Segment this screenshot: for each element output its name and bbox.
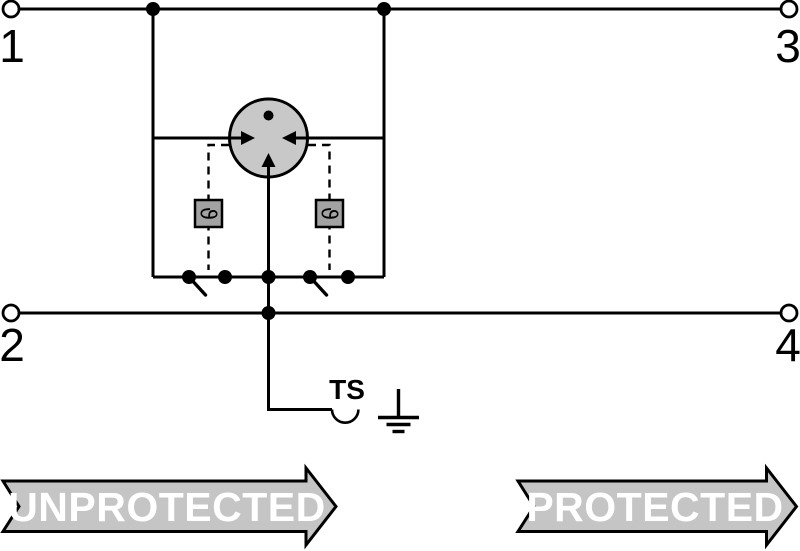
junction-dot xyxy=(261,270,276,284)
terminal-1-circle xyxy=(1,0,21,19)
right-linkage-dashed xyxy=(308,143,331,270)
theta-symbol: ϑ xyxy=(196,207,220,220)
banner-unprotected: UNPROTECTED xyxy=(0,463,338,550)
bottom-rail: 2 4 xyxy=(0,303,800,371)
left-electrode-arrow-icon xyxy=(241,131,255,145)
protected-arrow-shape xyxy=(515,463,799,550)
contact-dot xyxy=(341,270,355,284)
thermal-box xyxy=(314,198,345,229)
terminal-2-circle xyxy=(1,303,21,323)
terminal-4-label: 4 xyxy=(775,319,800,371)
terminal-3-label: 3 xyxy=(775,20,800,72)
switch-blade xyxy=(308,275,329,297)
switch-left xyxy=(182,270,232,297)
ts-label: TS xyxy=(329,374,365,405)
left-linkage-dashed xyxy=(207,143,229,270)
banner-protected: PROTECTED xyxy=(515,463,799,550)
right-electrode-arrow-icon xyxy=(282,131,296,145)
unprotected-label: UNPROTECTED xyxy=(8,484,326,530)
ts-disconnect: TS xyxy=(267,374,365,424)
ts-hook-arc xyxy=(330,409,360,424)
bottom-electrode-arrow-icon xyxy=(261,153,276,167)
terminal-4-circle xyxy=(779,303,799,323)
earth-ground-icon xyxy=(378,389,419,434)
unprotected-arrow-shape xyxy=(0,463,338,550)
terminal-2-label: 2 xyxy=(0,319,25,371)
contact-dot xyxy=(218,270,232,284)
theta-symbol: ϑ xyxy=(317,207,341,220)
thermal-linkages xyxy=(207,143,331,270)
arrester-electrode-dot xyxy=(263,110,274,121)
thermal-disconnect-left: ϑ xyxy=(193,198,224,229)
thermal-box xyxy=(193,198,224,229)
switch-right xyxy=(303,270,355,297)
protected-label: PROTECTED xyxy=(526,484,783,530)
thermal-disconnect-right: ϑ xyxy=(314,198,345,229)
top-rail: 1 3 xyxy=(0,0,800,72)
switch-blade xyxy=(187,275,208,297)
ts-feed-wire xyxy=(267,408,332,411)
terminal-1-label: 1 xyxy=(0,20,25,72)
terminal-3-circle xyxy=(779,0,799,19)
gas-discharge-tube xyxy=(228,97,309,179)
